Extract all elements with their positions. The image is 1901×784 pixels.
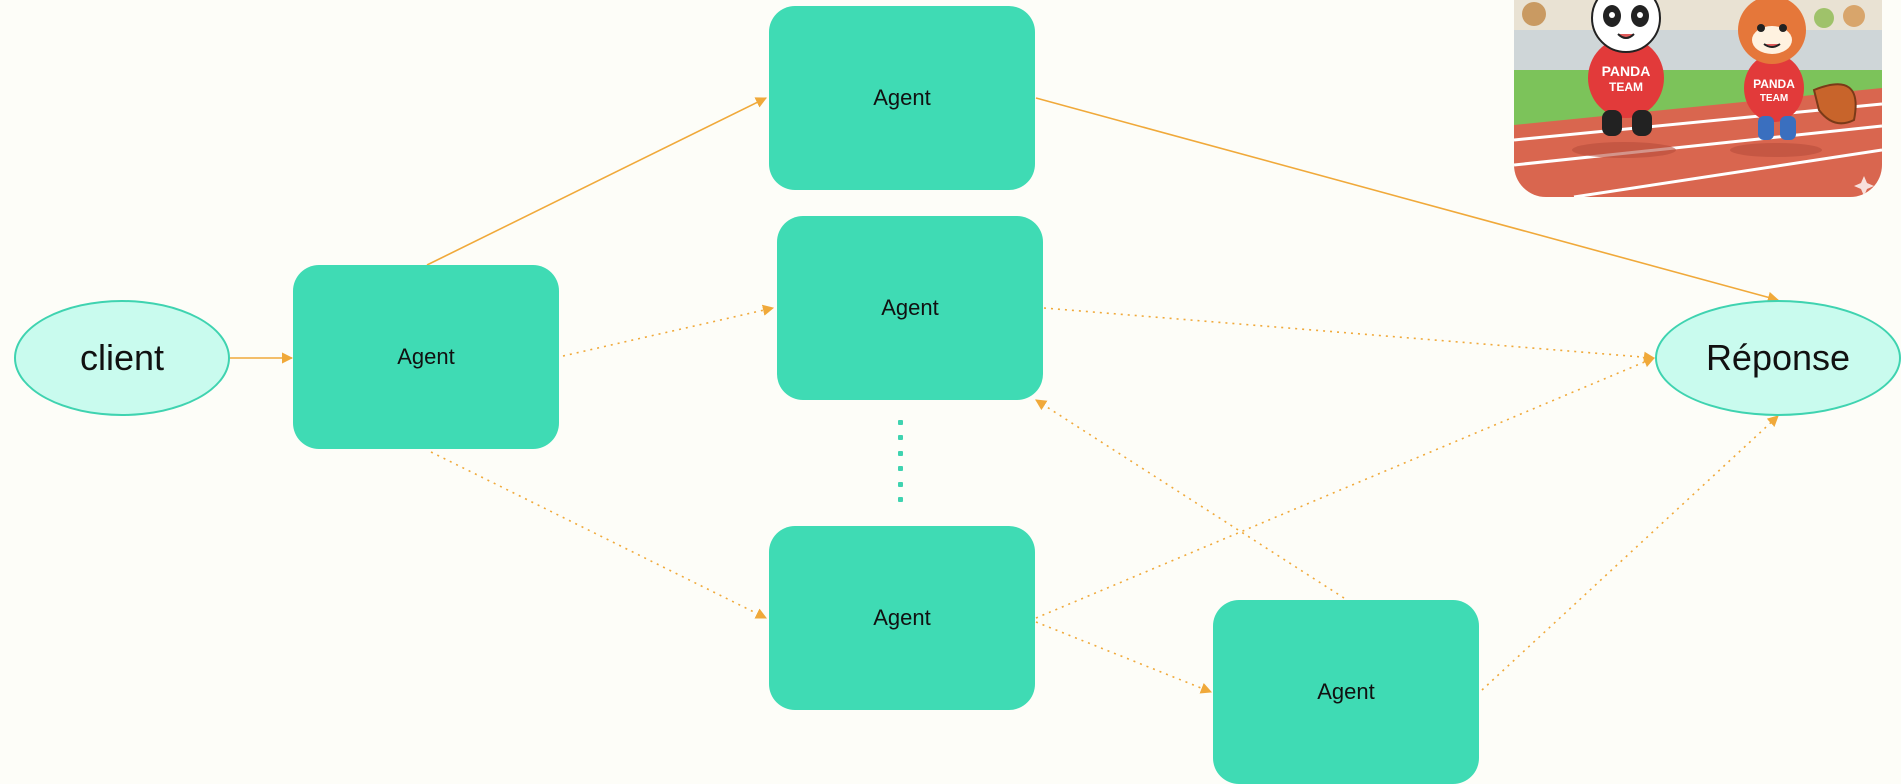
agent-entry-label: Agent <box>397 344 455 369</box>
agent-entry-node: Agent <box>293 265 559 449</box>
agent-top-node: Agent <box>769 6 1035 190</box>
mascot-illustration: PANDA TEAM PANDA TEAM <box>1514 0 1882 197</box>
edge-agent-middle-to-response <box>1043 307 1656 363</box>
agent-top-label: Agent <box>873 85 931 110</box>
edge-agent-entry-to-agent-lower <box>430 451 768 619</box>
edge-agent-top-to-response <box>1035 97 1780 303</box>
sparkle-icon <box>1854 176 1874 196</box>
panda-shirt-text-line1: PANDA <box>1602 63 1651 79</box>
edge-agent-entry-to-agent-middle <box>562 304 775 357</box>
agent-lower-node: Agent <box>769 526 1035 710</box>
agent-middle-label: Agent <box>881 295 939 320</box>
edge-agent-lower-to-agent-bottom-right <box>1035 621 1213 694</box>
red-panda-shirt-text-line1: PANDA <box>1753 77 1795 91</box>
red-panda-shirt-text-line2: TEAM <box>1760 93 1788 104</box>
client-node: client <box>14 300 230 416</box>
panda-team-mascot-image: PANDA TEAM PANDA TEAM <box>1514 0 1882 197</box>
response-node: Réponse <box>1655 300 1901 416</box>
edge-agent-entry-to-agent-top <box>426 97 768 266</box>
edge-agent-bottom-right-to-response <box>1481 415 1779 691</box>
agent-bottom-right-label: Agent <box>1317 679 1375 704</box>
agent-bottom-right-node: Agent <box>1213 600 1479 784</box>
edge-agent-bottom-right-to-agent-middle <box>1035 399 1345 599</box>
agent-middle-node: Agent <box>777 216 1043 400</box>
panda-shirt-text-line2: TEAM <box>1609 80 1643 94</box>
agent-lower-label: Agent <box>873 605 931 630</box>
response-label: Réponse <box>1705 337 1851 378</box>
client-label: client <box>79 337 165 378</box>
edge-agent-lower-to-response <box>1035 356 1656 619</box>
vertical-ellipsis <box>897 420 903 502</box>
